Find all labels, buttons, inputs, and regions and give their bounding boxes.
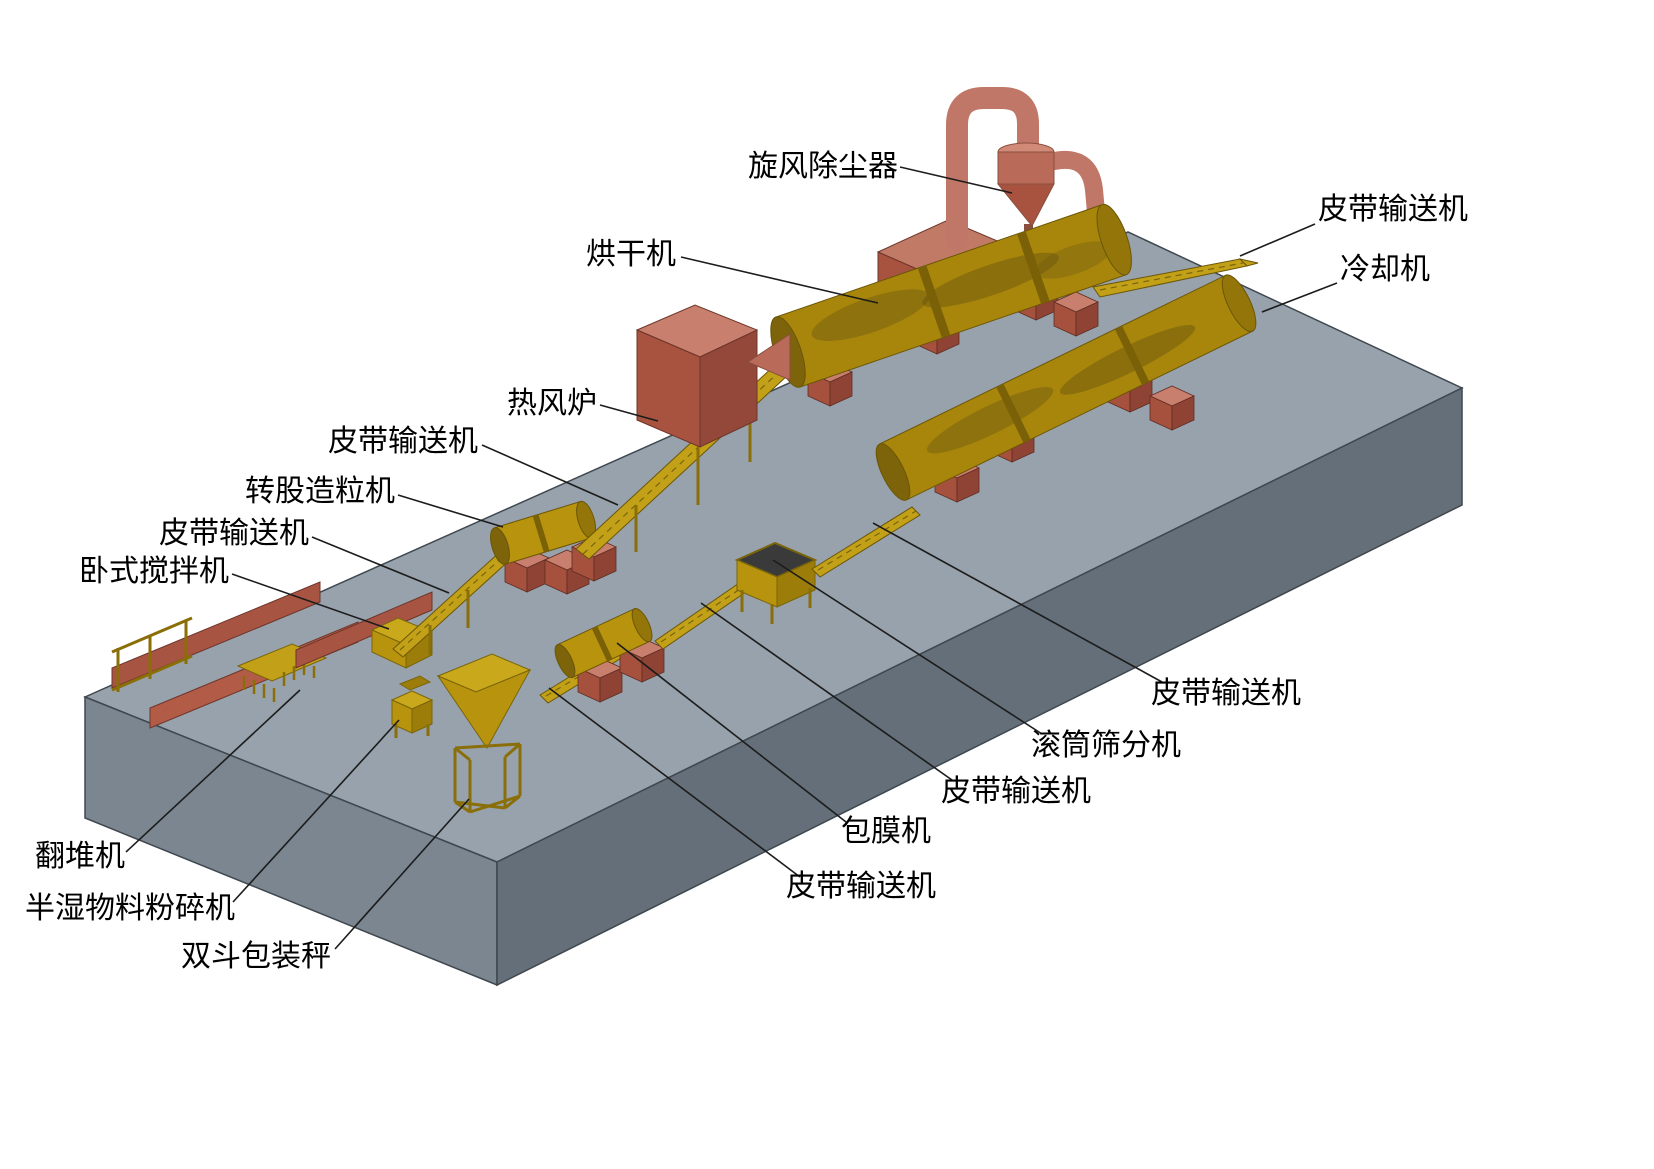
leader-horizontal-mixer — [231, 573, 390, 630]
semi-wet-crusher-machine — [390, 675, 434, 738]
leader-compost-turner — [125, 689, 301, 853]
leader-rotary-drum-granulator — [397, 494, 504, 528]
hot-blast-stove-box — [635, 304, 759, 448]
label-semi-wet-material-crusher: 半湿物料粉碎机 — [25, 892, 235, 925]
leader-drum-screening-machine — [772, 559, 1043, 735]
label-cyclone-dust-collector: 旋风除尘器 — [748, 150, 898, 183]
label-horizontal-mixer: 卧式搅拌机 — [79, 555, 229, 588]
label-rotary-drum-granulator: 转股造粒机 — [245, 475, 395, 508]
turner-gantry-rail — [111, 616, 193, 692]
leader-belt-conveyor-upper-left — [481, 444, 619, 506]
label-coating-machine: 包膜机 — [841, 815, 931, 848]
label-belt-conveyor-top-right: 皮带输送机 — [1318, 193, 1468, 226]
leader-cooling-machine — [1261, 282, 1338, 313]
coating-drum — [554, 607, 653, 679]
leader-belt-conveyor-mid-left — [311, 536, 450, 594]
leader-hot-blast-stove — [599, 404, 659, 422]
label-cooling-machine: 冷却机 — [1340, 253, 1430, 286]
leader-belt-conveyor-right — [872, 522, 1163, 683]
label-belt-conveyor-right: 皮带输送机 — [1151, 677, 1301, 710]
horizontal-mixer-machine — [295, 591, 434, 669]
label-belt-conveyor-mid-left: 皮带输送机 — [159, 517, 309, 550]
label-belt-conveyor-upper-left: 皮带输送机 — [328, 425, 478, 458]
label-double-bucket-packing-scale: 双斗包装秤 — [181, 940, 331, 973]
packing-scale-machine — [436, 653, 532, 814]
leader-belt-conveyor-mid-bottom — [700, 602, 953, 781]
leader-dryer — [680, 256, 879, 304]
support-brick — [1053, 291, 1099, 337]
label-compost-turner: 翻堆机 — [35, 840, 125, 873]
label-belt-conveyor-bottom: 皮带输送机 — [786, 870, 936, 903]
dryer-feed-hood — [746, 333, 791, 381]
cooler-drum — [875, 274, 1257, 501]
cyclone-separator — [946, 87, 1107, 251]
granulator-drum — [490, 500, 597, 565]
leader-lines — [125, 166, 1338, 950]
labels: 旋风除尘器 皮带输送机 冷却机 烘干机 热风炉 皮带输送机 转股造粒机 皮带输送… — [25, 150, 1468, 973]
label-hot-blast-stove: 热风炉 — [507, 387, 597, 420]
label-belt-conveyor-mid-bottom: 皮带输送机 — [941, 775, 1091, 808]
screening-machine-box — [734, 541, 818, 624]
leader-belt-conveyor-bottom — [548, 687, 801, 878]
belt-conveyor-discharge-top — [1092, 258, 1259, 298]
label-drum-screening-machine: 滚筒筛分机 — [1031, 729, 1181, 762]
support-brick — [1149, 385, 1195, 431]
leader-semi-wet-material-crusher — [232, 719, 400, 903]
belt-conveyor-screen-to-cooler — [811, 506, 921, 578]
leader-cyclone-dust-collector — [899, 166, 1013, 194]
leader-coating-machine — [616, 642, 847, 823]
label-dryer: 烘干机 — [586, 238, 676, 271]
leader-double-bucket-packing-scale — [334, 798, 470, 950]
leader-belt-conveyor-top-right — [1239, 223, 1316, 257]
